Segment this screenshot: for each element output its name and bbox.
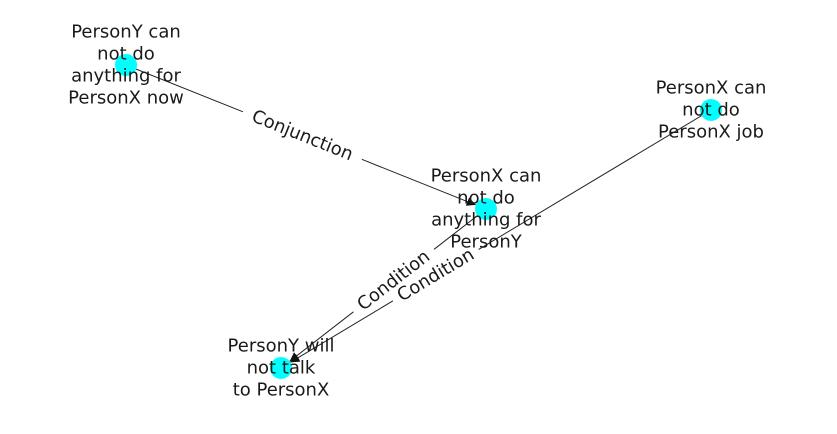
node-label-line: PersonX job: [658, 122, 764, 143]
node-label-line: not talk: [247, 358, 316, 379]
node-label-line: PersonY can: [71, 22, 181, 43]
node-label-line: PersonX can: [656, 78, 767, 99]
node-label-line: PersonY: [450, 232, 522, 253]
node-label-line: anything for: [431, 210, 541, 231]
edge-n1-n3-line-end: [361, 158, 476, 206]
node-label-line: not do: [682, 100, 740, 121]
node-label-line: anything for: [71, 66, 181, 87]
edge-n2-n4-line-end: [290, 300, 394, 363]
node-n4-marker: [270, 357, 292, 379]
node-label-line: not do: [457, 188, 515, 209]
edges-layer: [125, 64, 712, 363]
node-n1-marker: [115, 54, 137, 76]
nodes-layer: [115, 54, 722, 379]
edge-n3-n4-line-end: [289, 311, 354, 362]
node-n3-marker: [475, 198, 497, 220]
node-n2-marker: [700, 99, 722, 121]
node-label-line: to PersonX: [233, 380, 330, 401]
node-label-line: PersonX can: [431, 166, 542, 187]
edge-n2-n4-line-start: [478, 109, 712, 250]
node-label-line: PersonX now: [68, 88, 184, 109]
node-label-line: PersonY will: [228, 336, 335, 357]
edge-label: Conjunction: [249, 106, 356, 165]
edge-n1-n3-line-start: [125, 64, 244, 113]
node-label-line: not do: [97, 44, 155, 65]
